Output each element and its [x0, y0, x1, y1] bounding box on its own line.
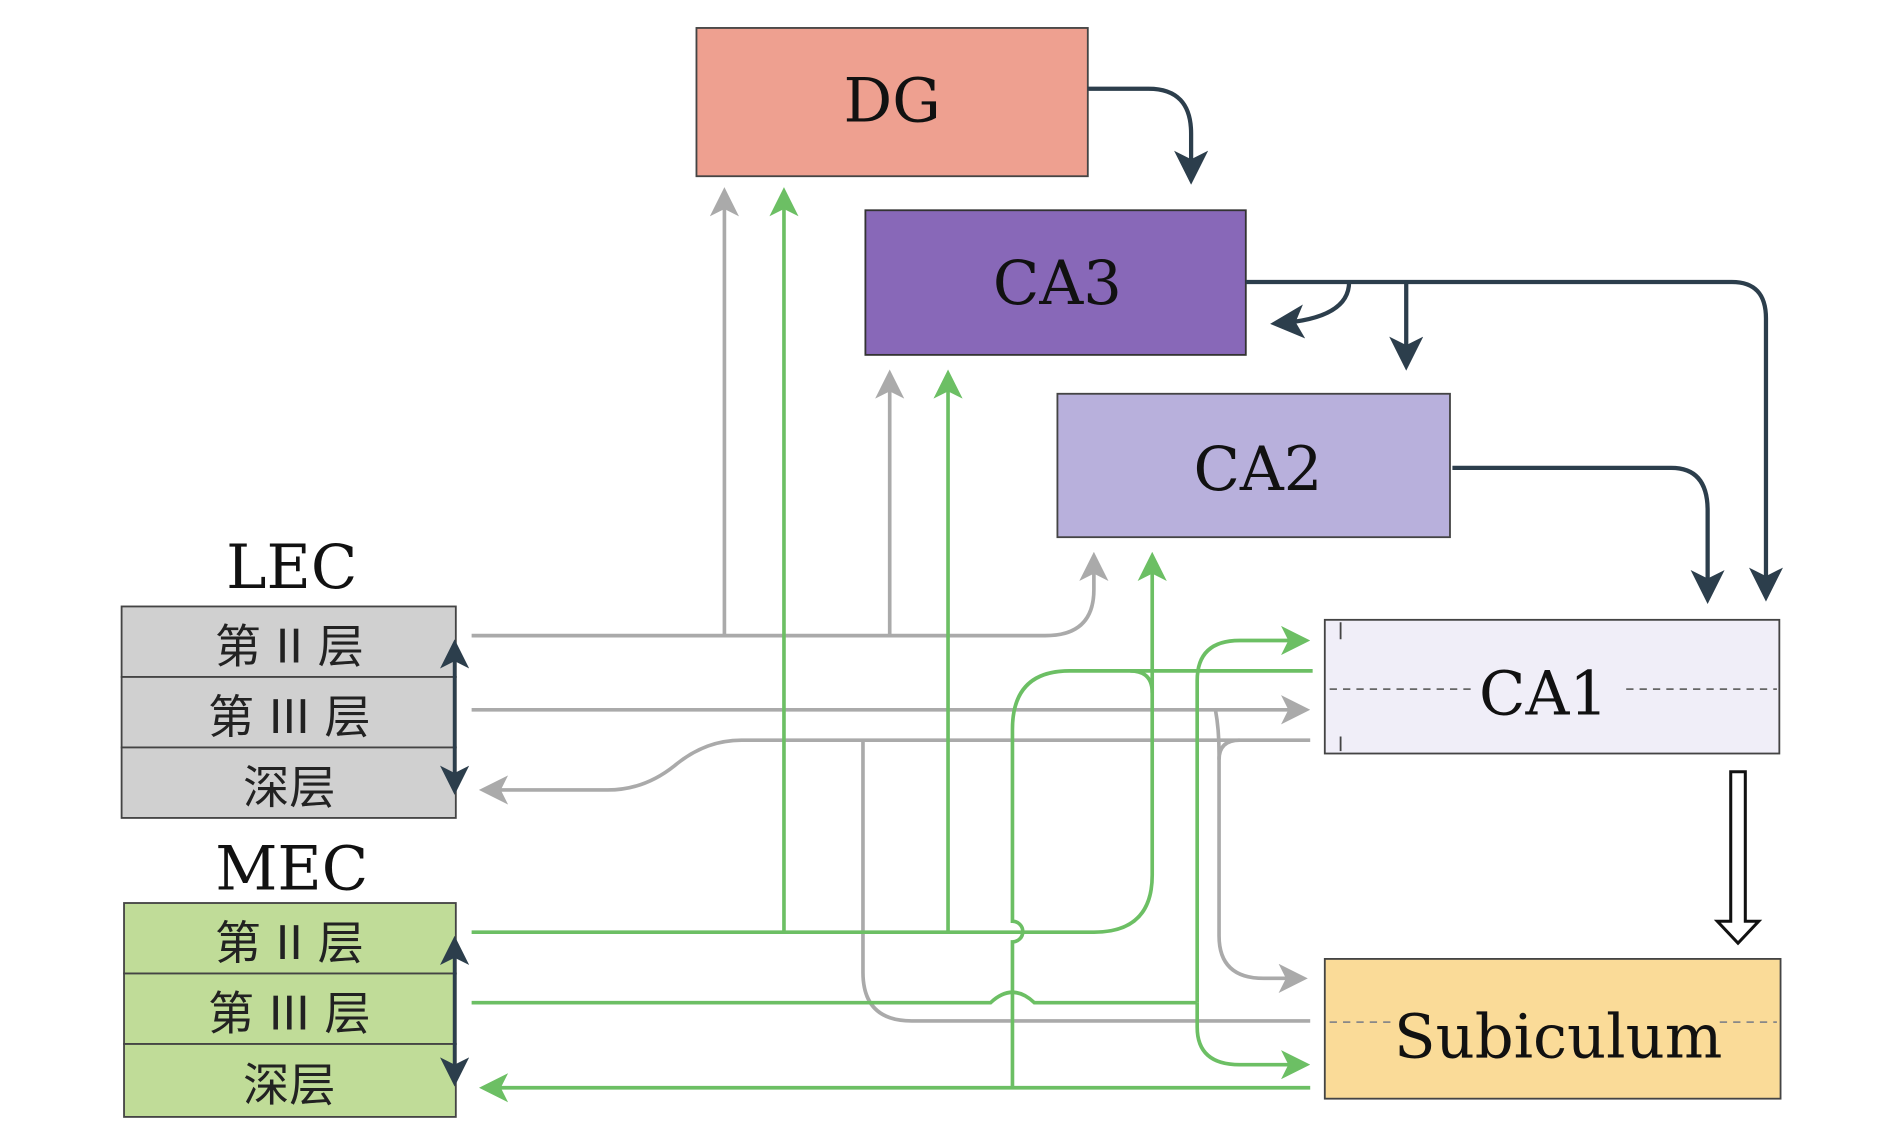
ca3-to-ca1-arrow [1245, 279, 1783, 602]
dg-label: DG [844, 67, 941, 137]
lec-layer-3 [120, 676, 457, 749]
subiculum-label: Subiculum [1394, 1002, 1722, 1072]
ca3-box: CA3 [864, 209, 1247, 356]
ca1-to-lec-deep-arrow [478, 738, 1311, 805]
dg-box: DG [695, 27, 1089, 178]
ca2-to-ca1-arrow [1452, 465, 1725, 605]
mec-junction [1130, 669, 1155, 693]
mec-pathways [471, 187, 1313, 1103]
dg-to-ca3-arrow [1087, 86, 1209, 185]
ca3-label: CA3 [993, 249, 1122, 319]
ca1-box: CA1 [1323, 618, 1781, 755]
ca2-label: CA2 [1193, 435, 1322, 505]
mec3-line [471, 990, 1198, 1005]
lec-curve-join [1217, 738, 1240, 760]
mec-layer-3-label: 第 III 层 [208, 986, 371, 1040]
subiculum-to-lec-deep-line [861, 740, 1311, 1023]
mec2-to-ca2-arrow [471, 551, 1167, 934]
ca1-to-mec-deep-line [1010, 669, 1313, 1088]
lec-layer-3-label: 第 III 层 [208, 690, 371, 744]
ca2-box: CA2 [1056, 392, 1451, 539]
lec-title: LEC [226, 533, 357, 603]
lec2-to-ca2-arrow [471, 551, 1109, 638]
lec3-to-subiculum-arrow [1213, 709, 1308, 993]
hippocampal-pathways [1087, 86, 1783, 605]
lec-pathways [471, 187, 1311, 1023]
lec-layer-2-label: 第 II 层 [215, 619, 364, 673]
lec-box [120, 605, 457, 819]
lec-deep-layer-label: 深层 [243, 760, 335, 814]
lec-deep-layer [120, 746, 457, 819]
subiculum-box: Subiculum [1323, 958, 1782, 1100]
mec3-to-subiculum-arrow [1195, 1002, 1311, 1080]
mec-box [123, 902, 457, 1118]
mec-title: MEC [215, 835, 368, 905]
mec3-to-ca1-arrow [1195, 625, 1311, 1003]
ca3-recurrent-arrow [1270, 281, 1352, 339]
mec-layer-2-label: 第 II 层 [215, 916, 364, 970]
mec-deep-layer-label: 深层 [243, 1058, 335, 1112]
ca1-to-subiculum-hollow-arrow [1713, 770, 1763, 946]
ca1-label: CA1 [1479, 660, 1608, 730]
lec-layer-2 [120, 605, 457, 678]
